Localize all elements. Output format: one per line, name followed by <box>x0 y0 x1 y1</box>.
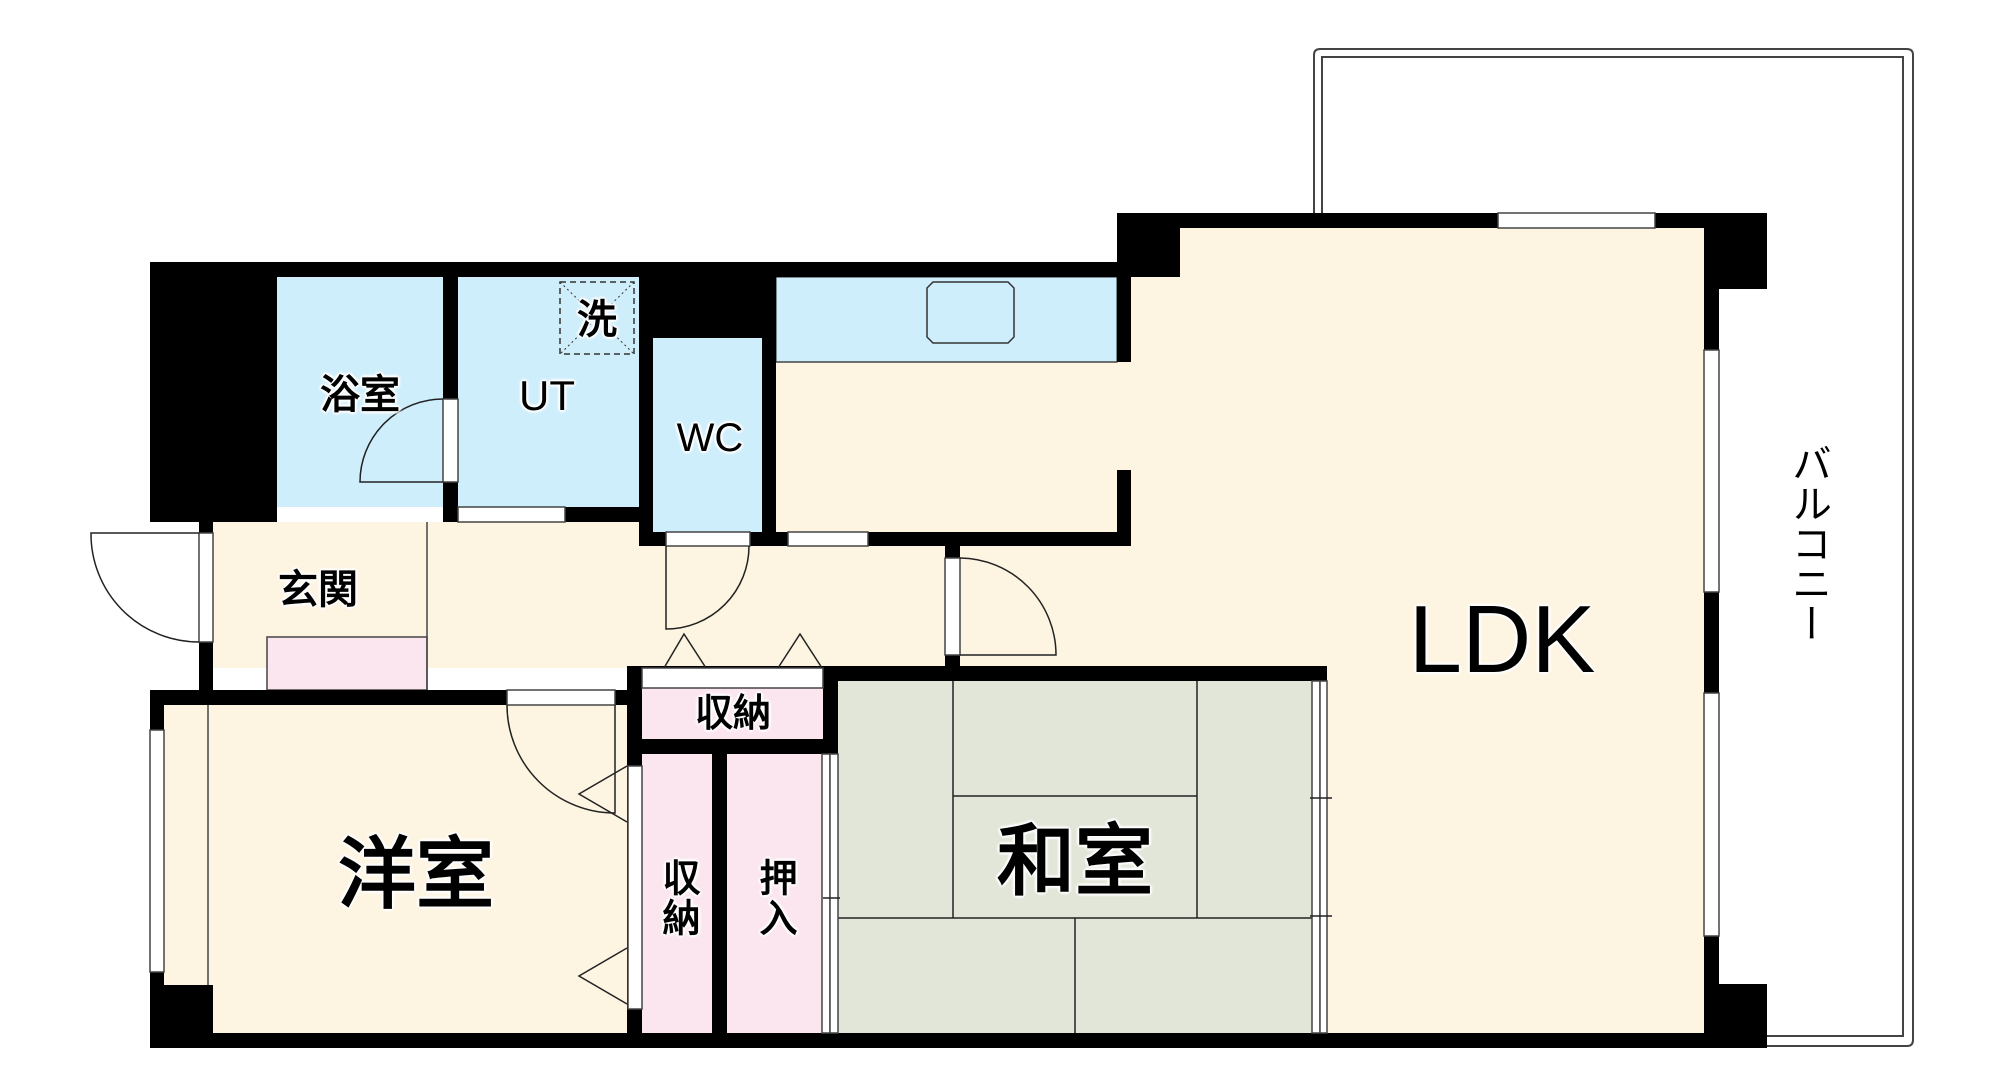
storage-side-fold-1 <box>577 765 628 823</box>
bath-door-frame <box>442 398 459 483</box>
balcony <box>1313 48 1914 1047</box>
storage-side-label: 収納 <box>656 858 700 938</box>
entrance-label: 玄関 <box>278 567 358 613</box>
storage-top-label: 収納 <box>694 691 772 735</box>
wc-door-swing <box>665 545 750 630</box>
ut-door-frame <box>457 506 566 523</box>
storage-side-floor <box>642 754 712 1033</box>
utility-label: UT <box>519 372 575 419</box>
hallway-floor-2 <box>776 546 960 668</box>
balcony-label: バルコニー <box>1785 443 1831 643</box>
entrance-door-swing <box>90 532 200 643</box>
washer-pan-icon <box>559 281 635 355</box>
kitchen-door-frame <box>787 531 869 547</box>
storage-top-fold-2 <box>777 632 823 669</box>
wc-door-frame <box>665 531 751 547</box>
storage-top-floor <box>642 688 823 739</box>
utility-floor <box>458 277 639 507</box>
western-door-frame <box>506 689 616 706</box>
ldk-door-swing <box>959 557 1057 656</box>
ldk-top-window <box>1497 212 1656 229</box>
closet-door-2 <box>829 753 839 1034</box>
floors <box>164 228 1704 1033</box>
closet-door-1 <box>821 753 831 1034</box>
bath-door-swing <box>359 398 444 483</box>
tatami-lines <box>838 681 1312 1033</box>
western-door-swing <box>506 704 616 814</box>
storage-side-door <box>627 765 643 1010</box>
japanese-room-label: 和室 <box>996 817 1154 907</box>
washer-label: 洗 <box>577 297 617 343</box>
japanese-fusuma-1 <box>1311 680 1321 1034</box>
openings <box>149 212 1720 1034</box>
toilet-label: WC <box>676 416 744 460</box>
ldk-right-window-2 <box>1703 692 1720 937</box>
ldk-floor <box>960 228 1704 1033</box>
sink-icon <box>926 281 1015 344</box>
bathroom-label: 浴室 <box>320 372 400 418</box>
western-room-window <box>149 729 165 973</box>
storage-top-fold-1 <box>663 632 707 669</box>
closet-label: 押入 <box>753 858 797 938</box>
ldk-door-frame <box>944 557 961 656</box>
japanese-fusuma-2 <box>1319 680 1328 1034</box>
storage-side-fold-2 <box>577 947 628 1005</box>
door-swings <box>90 398 1332 1005</box>
entrance-door-frame <box>198 532 214 643</box>
kitchen-counter <box>775 276 1118 363</box>
western-room-label: 洋室 <box>337 830 495 920</box>
toilet-floor <box>653 338 762 532</box>
shoe-box <box>266 636 428 691</box>
western-room-floor <box>164 705 627 1033</box>
ldk-right-window-1 <box>1703 349 1720 593</box>
storage-top-door <box>641 667 824 689</box>
ldk-label: LDK <box>1408 586 1596 693</box>
bathroom-floor <box>277 277 443 507</box>
closet-floor <box>727 754 822 1033</box>
detail-lines <box>207 361 1117 985</box>
